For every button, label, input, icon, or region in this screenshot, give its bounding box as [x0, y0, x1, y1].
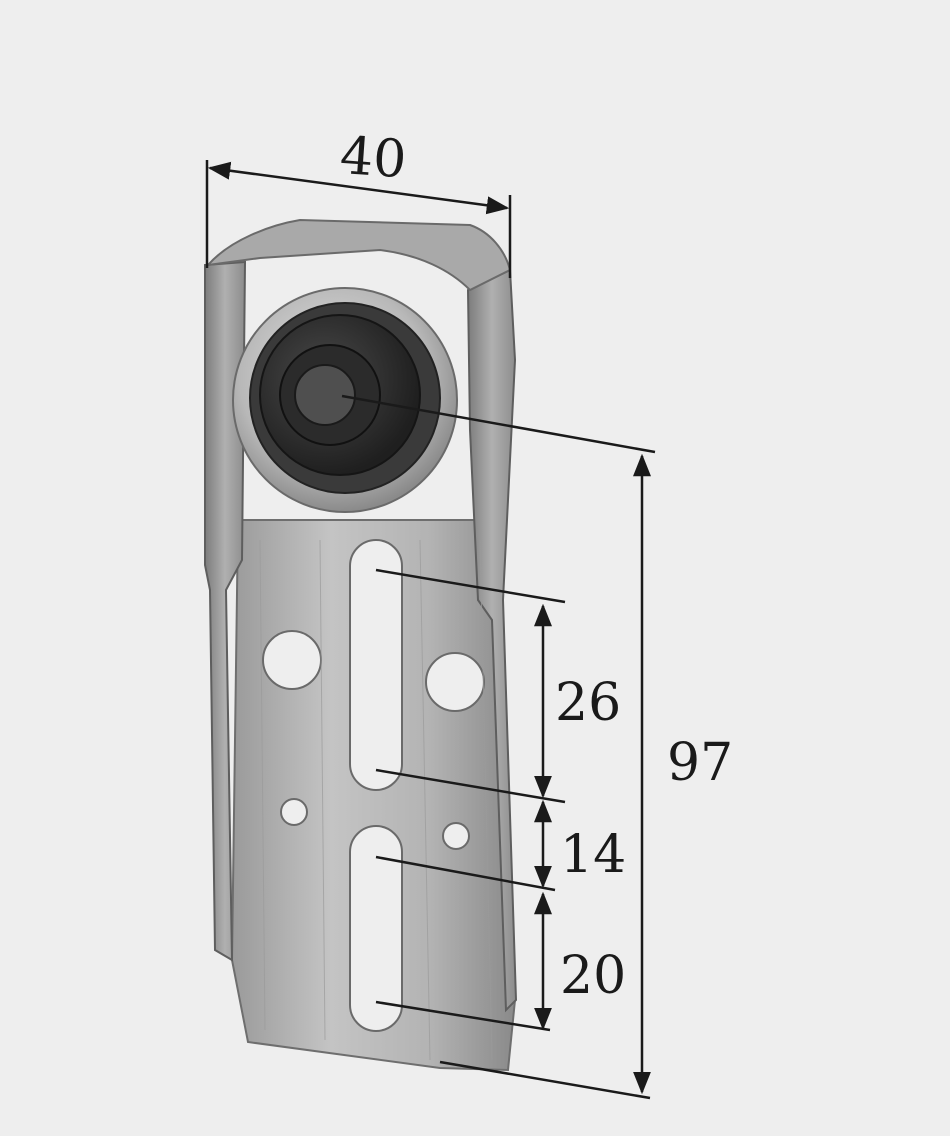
height-extension-top — [341, 394, 656, 454]
left-small-hole — [280, 798, 308, 826]
bearing-bore — [294, 364, 356, 426]
width-label: 40 — [338, 126, 408, 190]
width-dimension-arrow — [207, 161, 510, 215]
dimension-lines — [205, 160, 656, 1100]
lower-slot — [349, 825, 403, 1032]
bracket-right-flange — [466, 268, 518, 1013]
bracket-top-tab — [205, 218, 512, 292]
slot1-top-extension — [375, 568, 566, 604]
right-small-hole — [442, 822, 470, 850]
bearing-assembly — [232, 287, 458, 513]
slot1-bottom-extension — [375, 768, 566, 804]
bracket-plate — [204, 218, 518, 1072]
slot2-bottom-extension — [375, 1000, 551, 1032]
right-large-hole — [425, 652, 485, 712]
slot-upper-label: 26 — [555, 673, 621, 733]
height-label: 97 — [667, 733, 733, 793]
slot2-top-extension — [375, 855, 556, 892]
slot-gap-label: 14 — [560, 825, 626, 885]
upper-slot — [349, 539, 403, 791]
left-large-hole — [262, 630, 322, 690]
slot-lower-label: 20 — [560, 946, 626, 1006]
height-extension-bottom — [439, 1060, 651, 1100]
